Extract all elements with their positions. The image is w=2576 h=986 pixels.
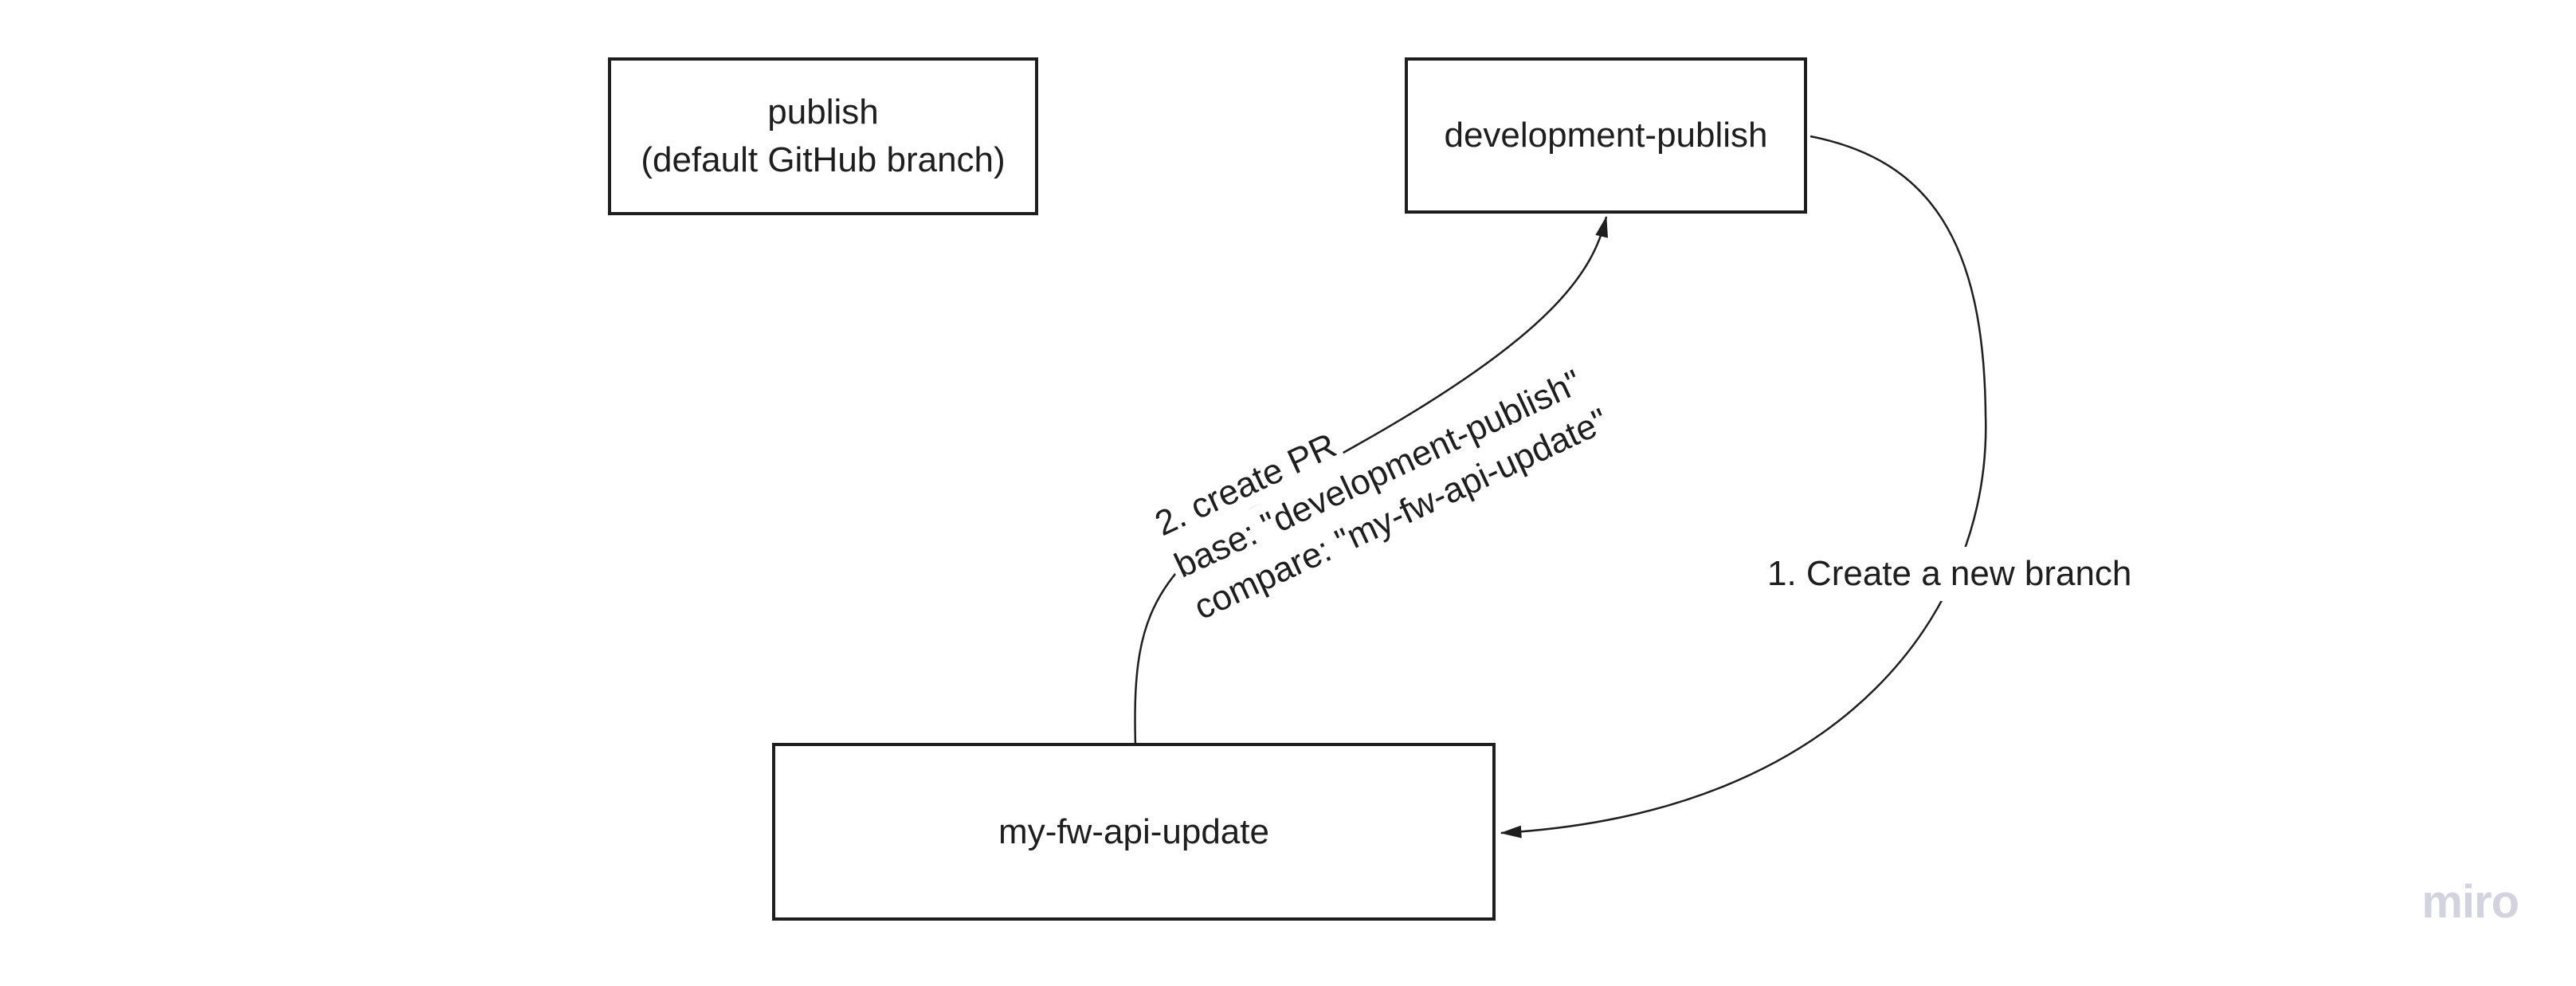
node-publish-label-line2: (default GitHub branch): [641, 140, 1006, 179]
node-my-fw-api-update-label: my-fw-api-update: [998, 811, 1269, 851]
node-development-publish-label: development-publish: [1444, 116, 1768, 155]
node-my-fw-api-update-branch[interactable]: my-fw-api-update: [772, 743, 1496, 921]
miro-watermark-logo: miro: [2421, 876, 2519, 928]
node-publish-label-line1: publish: [767, 92, 879, 132]
node-development-publish-branch[interactable]: development-publish: [1405, 57, 1807, 214]
edge-label-create-branch[interactable]: 1. Create a new branch: [1758, 547, 2142, 601]
edge-create-branch-curve[interactable]: [1500, 135, 1987, 839]
node-publish-branch[interactable]: publish (default GitHub branch): [608, 57, 1038, 215]
edge-create-pr-curve[interactable]: [1134, 215, 1608, 746]
